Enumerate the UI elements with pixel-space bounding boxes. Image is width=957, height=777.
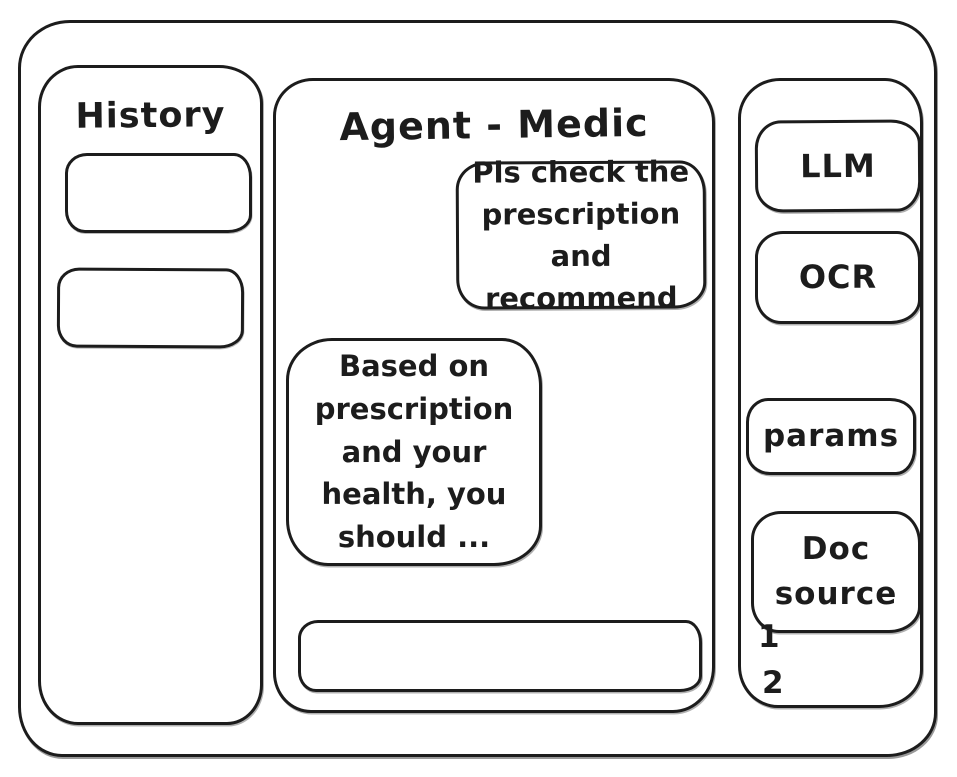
doc-source-item-2[interactable]: 2	[762, 665, 784, 701]
chat-panel: Agent - Medic Pls check the prescription…	[273, 78, 715, 713]
history-item[interactable]	[56, 267, 245, 349]
user-message-bubble: Pls check the prescription and recommend	[455, 154, 707, 316]
doc-source-button[interactable]: Doc source	[751, 511, 921, 633]
page-title: Agent - Medic	[339, 100, 649, 150]
doc-source-item-1[interactable]: 1	[758, 619, 780, 655]
llm-button[interactable]: LLM	[754, 119, 922, 213]
history-panel: History	[38, 65, 263, 725]
ocr-button[interactable]: OCR	[755, 231, 921, 324]
params-button[interactable]: params	[746, 398, 916, 475]
tools-panel: LLM OCR params Doc source 1 2	[738, 78, 923, 708]
history-panel-title: History	[75, 95, 226, 137]
message-input[interactable]	[298, 620, 702, 692]
history-item[interactable]	[65, 153, 252, 233]
agent-message-bubble: Based on prescription and your health, y…	[286, 338, 542, 566]
